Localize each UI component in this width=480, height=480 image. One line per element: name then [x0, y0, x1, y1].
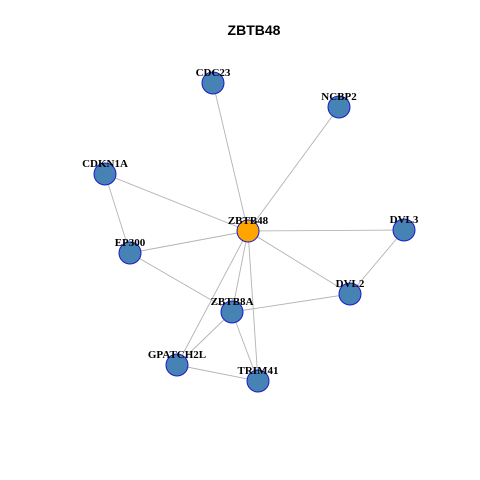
node-label-cdc23: CDC23: [196, 67, 231, 79]
node-zbtb8a: [220, 300, 244, 324]
node-gpatch2l: [165, 353, 189, 377]
edge-gpatch2l-trim41: [176, 364, 259, 382]
node-label-cdkn1a: CDKN1A: [82, 158, 128, 170]
edge-zbtb48-ep300: [129, 230, 249, 254]
edge-zbtb8a-trim41: [231, 311, 259, 382]
edge-zbtb48-gpatch2l: [176, 230, 249, 366]
node-label-ep300: EP300: [115, 237, 146, 249]
node-zbtb48: [236, 219, 260, 243]
node-dvl3: [392, 218, 416, 242]
node-cdc23: [201, 71, 225, 95]
edge-zbtb48-zbtb8a: [231, 230, 249, 313]
node-ep300: [118, 241, 142, 265]
node-cdkn1a: [93, 162, 117, 186]
edge-ep300-zbtb8a: [129, 252, 233, 313]
node-label-dvl3: DVL3: [390, 214, 419, 226]
node-label-ncbp2: NCBP2: [321, 91, 357, 103]
edges-layer: [104, 82, 405, 382]
edge-cdkn1a-ep300: [104, 173, 131, 254]
node-trim41: [246, 369, 270, 393]
edge-zbtb48-ncbp2: [247, 106, 340, 232]
diagram-title: ZBTB48: [228, 22, 281, 38]
edge-zbtb48-dvl2: [247, 230, 351, 295]
node-ncbp2: [327, 95, 351, 119]
edge-zbtb48-dvl3: [247, 229, 405, 232]
edge-zbtb8a-gpatch2l: [176, 311, 233, 366]
node-label-zbtb48: ZBTB48: [228, 215, 269, 227]
edge-zbtb48-cdkn1a: [104, 173, 249, 232]
edge-zbtb48-trim41: [247, 230, 259, 382]
node-label-dvl2: DVL2: [336, 278, 365, 290]
nodes-layer: [93, 71, 416, 393]
edge-dvl2-zbtb8a: [231, 293, 351, 313]
node-dvl2: [338, 282, 362, 306]
node-label-trim41: TRIM41: [238, 365, 279, 377]
edge-zbtb48-cdc23: [212, 82, 249, 232]
edge-dvl3-dvl2: [349, 229, 405, 295]
node-label-zbtb8a: ZBTB8A: [211, 296, 254, 308]
node-label-gpatch2l: GPATCH2L: [148, 349, 206, 361]
